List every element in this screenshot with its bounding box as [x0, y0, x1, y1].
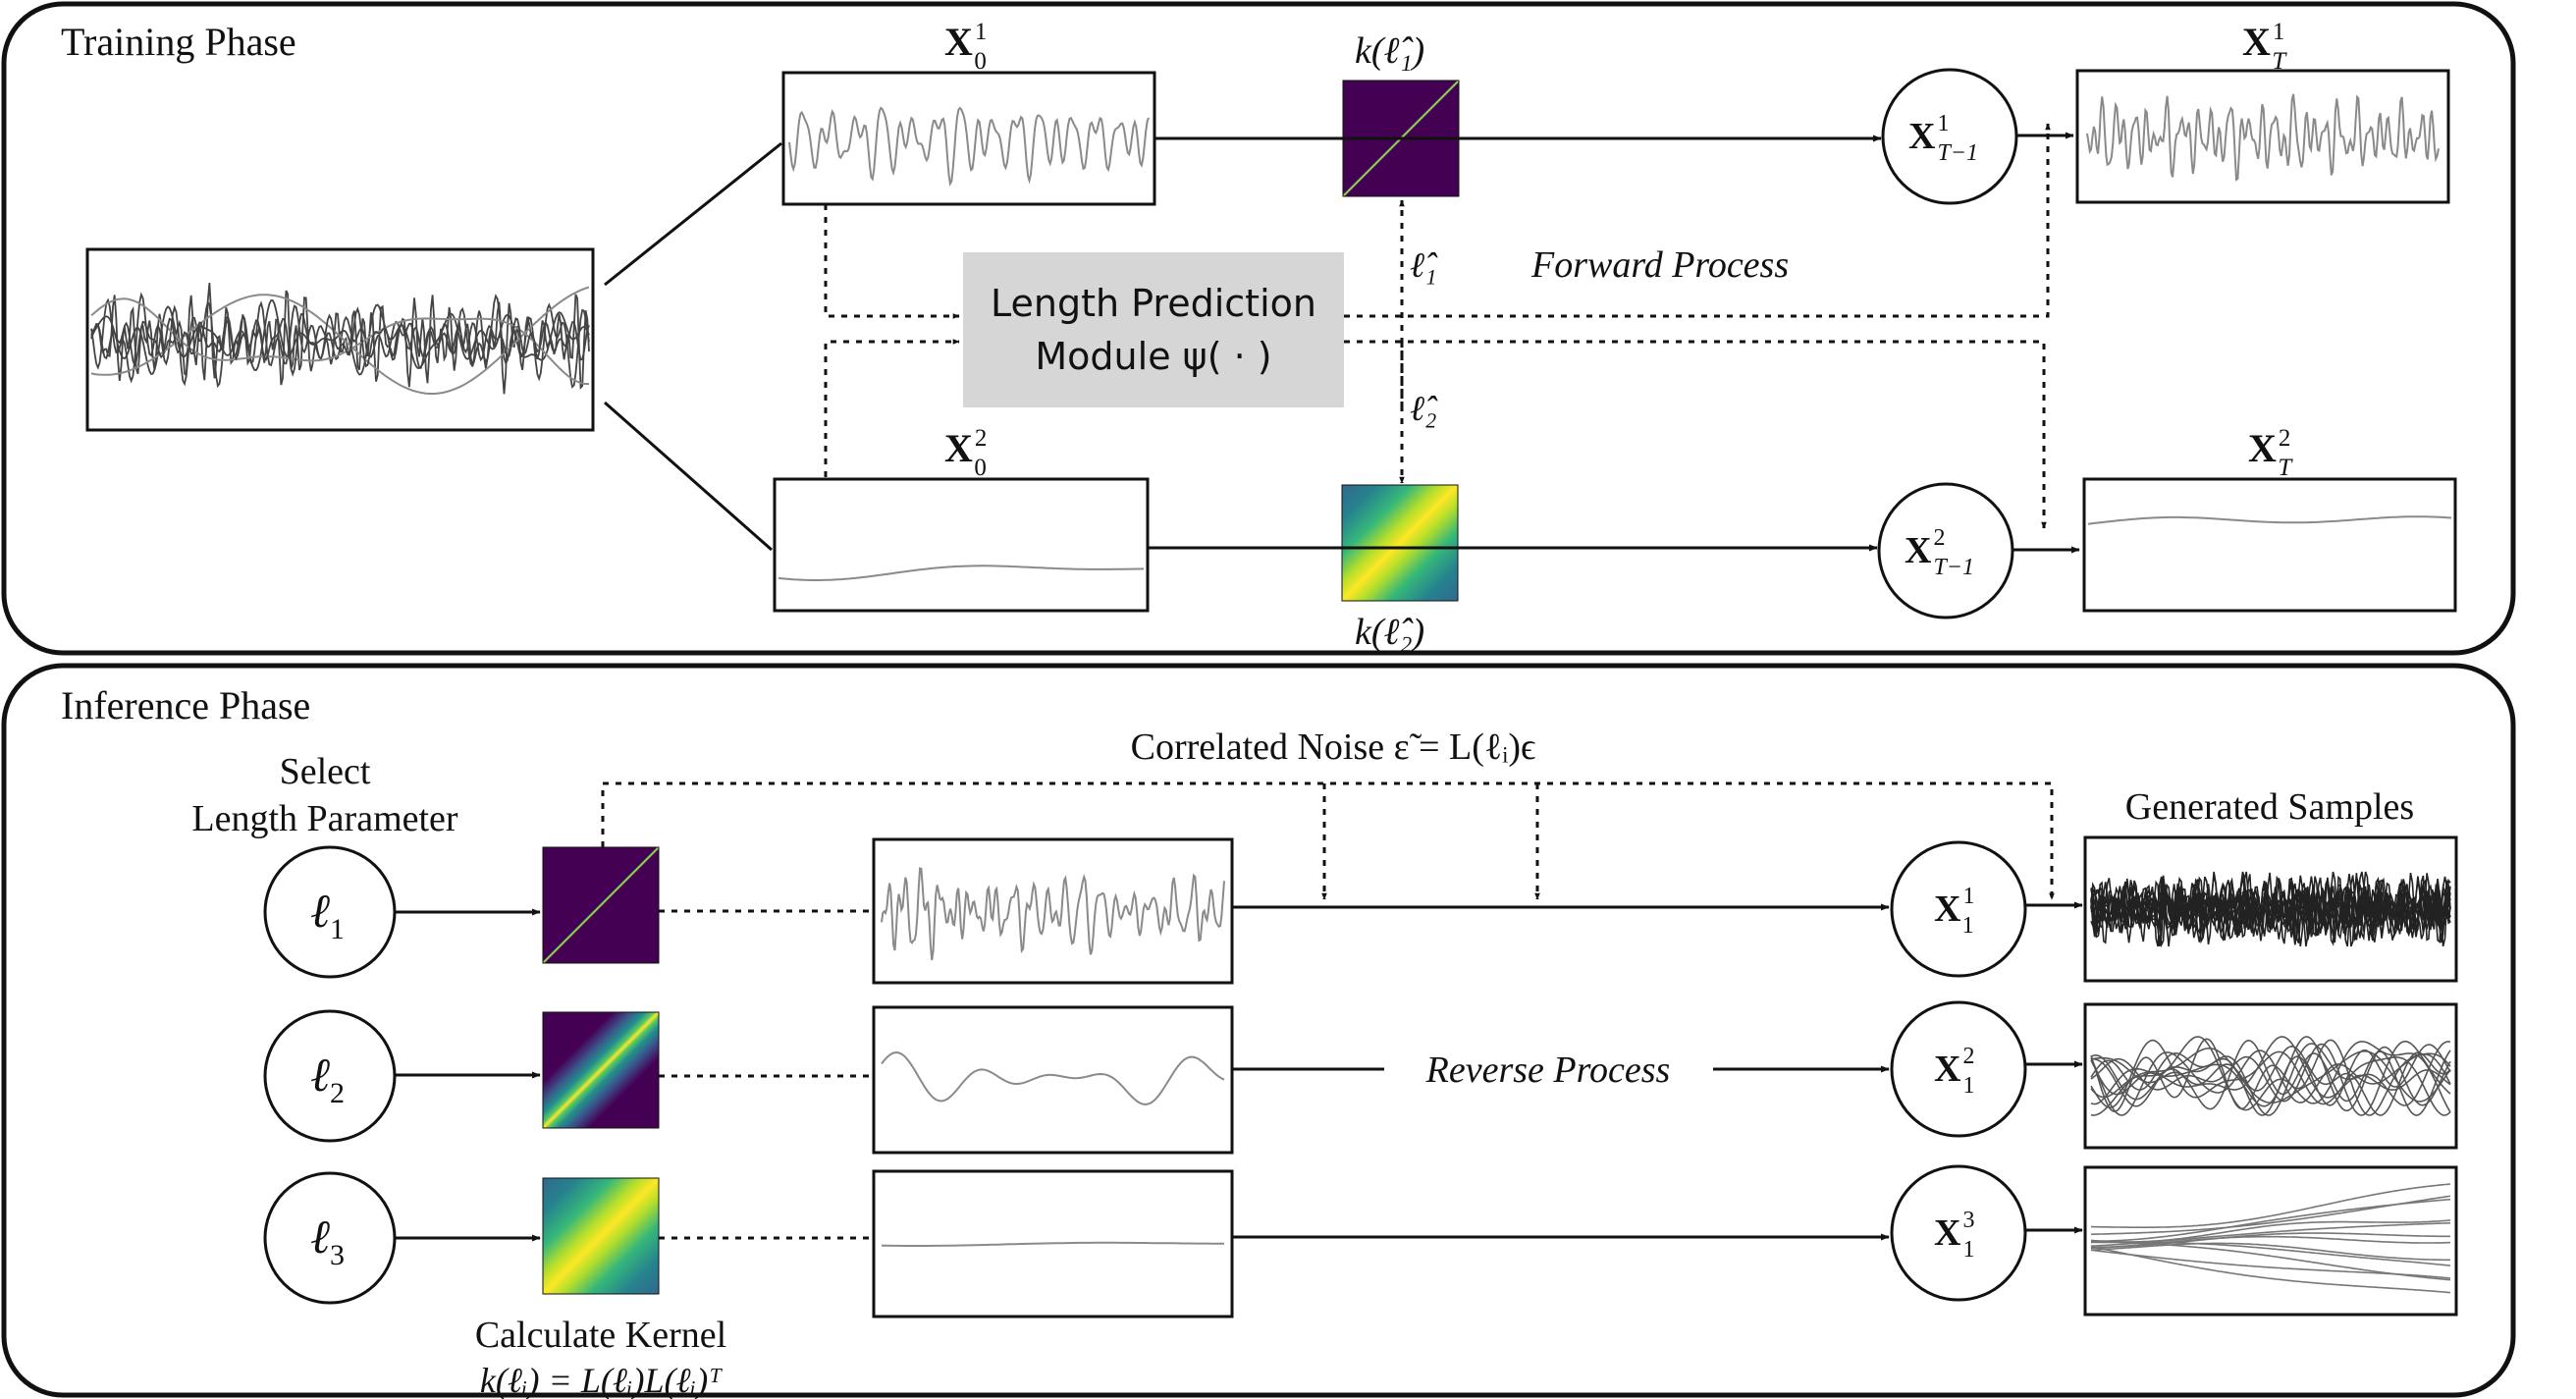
generated-sample-curve — [2091, 1232, 2450, 1249]
calc-kernel-line1: Calculate Kernel — [475, 1315, 726, 1356]
generated-sample-curve — [2090, 1036, 2451, 1099]
select-label-line1: Select — [280, 751, 371, 792]
split-line-top — [604, 141, 782, 287]
generated-samples-plot-2 — [2083, 1002, 2458, 1150]
generated-sample-curve — [2090, 1049, 2451, 1116]
xt-bottom-plot — [2082, 477, 2457, 613]
forward-process-label: Forward Process — [1530, 244, 1789, 286]
correlated-noise-label: Correlated Noise ε̃ = L(ℓᵢ)ϵ — [1131, 726, 1536, 768]
generated-sample-curve — [2090, 1039, 2451, 1116]
generated-sample-curve — [2090, 1048, 2451, 1116]
ell-node-3: ℓ3 — [263, 1171, 397, 1305]
reverse-process-label: Reverse Process — [1425, 1049, 1671, 1091]
svg-text:X11: X11 — [1934, 884, 1974, 939]
length-prediction-module: Length Prediction Module ψ( · ) — [963, 252, 1344, 407]
inference-kernel-3 — [542, 1177, 660, 1295]
generated-sample-curve — [2090, 1235, 2451, 1250]
dashed-noise-route — [601, 781, 2055, 900]
generated-sample-curve — [2091, 1183, 2451, 1228]
inference-kernel-2 — [542, 1011, 660, 1129]
dashed-module-to-xt-top — [1344, 123, 2051, 318]
generated-sample-curve — [2090, 1219, 2451, 1243]
ell-node-2: ℓ2 — [263, 1009, 397, 1143]
generated-sample-curve — [2090, 1242, 2450, 1262]
svg-text:X1T−1: X1T−1 — [1908, 111, 1978, 166]
noise-sample-plot-1 — [872, 837, 1234, 985]
xt-top-plot — [2075, 69, 2450, 204]
inference-phase-title: Inference Phase — [61, 683, 310, 727]
generated-samples-plot-3 — [2083, 1165, 2458, 1317]
svg-text:ℓ2: ℓ2 — [310, 1049, 345, 1109]
svg-text:Length Prediction: Length Prediction — [991, 282, 1316, 325]
lhat-top-label: ℓ̂₁ — [1410, 245, 1438, 285]
generated-sample-curve — [2090, 1246, 2451, 1294]
generated-sample-curve — [2090, 871, 2451, 943]
generated-sample-curve — [2090, 1044, 2451, 1116]
svg-text:X2T−1: X2T−1 — [1905, 525, 1974, 580]
svg-text:ℓ3: ℓ3 — [310, 1211, 345, 1271]
select-label-line2: Length Parameter — [191, 798, 458, 839]
generated-samples-plot-1 — [2083, 835, 2458, 983]
training-phase-title: Training Phase — [61, 20, 296, 64]
svg-text:X21: X21 — [1934, 1044, 1974, 1099]
generated-sample-curve — [2090, 1041, 2451, 1116]
kernel-top-label: k(ℓ̂₁) — [1355, 30, 1424, 72]
svg-text:Module ψ( · ): Module ψ( · ) — [1035, 335, 1271, 378]
calc-kernel-line2: k(ℓᵢ) = L(ℓᵢ)L(ℓᵢ)ᵀ — [480, 1361, 723, 1399]
generated-sample-curve — [2090, 872, 2451, 947]
kernel-bottom-heatmap — [1341, 484, 1459, 602]
kernel-bottom-label: k(ℓ̂₂) — [1355, 612, 1424, 653]
svg-text:X31: X31 — [1934, 1208, 1974, 1263]
x0-top-plot — [781, 71, 1156, 206]
generated-sample-curve — [2090, 1045, 2451, 1116]
generated-sample-curve — [2090, 1195, 2451, 1236]
split-line-bottom — [604, 401, 773, 552]
noise-sample-plot-3 — [872, 1169, 1234, 1318]
generated-sample-curve — [2090, 1036, 2451, 1113]
svg-text:ℓ1: ℓ1 — [310, 886, 345, 945]
mixed-input-plot — [85, 247, 595, 432]
lhat-bottom-label: ℓ̂₂ — [1410, 389, 1438, 428]
ell-node-1: ℓ1 — [263, 845, 397, 979]
noise-sample-plot-2 — [872, 1005, 1234, 1155]
inference-kernel-1 — [542, 846, 660, 964]
generated-samples-label: Generated Samples — [2125, 786, 2414, 828]
x0-bottom-plot — [773, 477, 1150, 613]
dashed-module-to-xt-bottom — [1344, 340, 2047, 529]
